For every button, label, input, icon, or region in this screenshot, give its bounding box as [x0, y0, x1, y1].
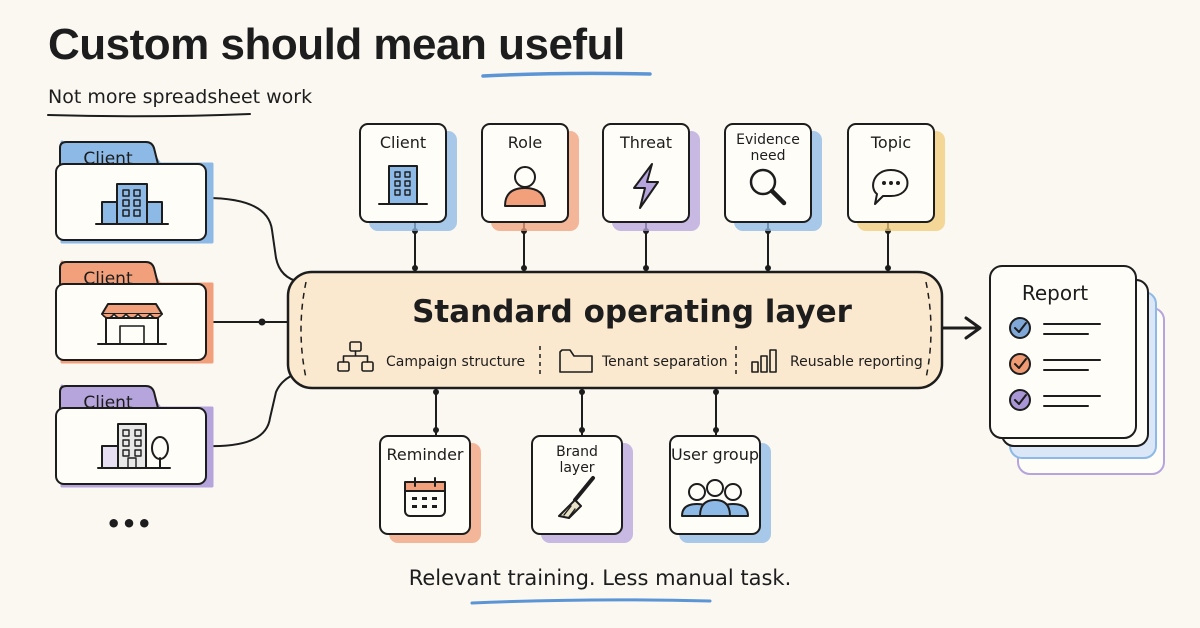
client-folder-body: [55, 283, 207, 361]
check-circle-icon: [1009, 317, 1031, 339]
client-folder-tab: [59, 141, 159, 168]
check-item: [1009, 317, 1101, 339]
client-folder-label: Client: [83, 393, 133, 413]
card-label: User group: [671, 445, 759, 464]
attribute-card: Threat: [602, 123, 700, 231]
attribute-card: Reminder: [379, 435, 481, 543]
report-stack: Report: [989, 265, 1165, 475]
client-folder: Client: [55, 384, 214, 488]
card-label: Evidence: [736, 132, 800, 148]
headline-text: Custom should mean: [48, 20, 499, 69]
folder-icon: [559, 349, 593, 373]
checkmark-icon: [1014, 358, 1027, 369]
headline: Custom should mean useful: [48, 20, 625, 70]
feature-label-reporting: Reusable reporting: [790, 354, 923, 370]
speech-bubble-icon: [872, 169, 909, 205]
card-face: [724, 123, 812, 223]
storefront-icon: [97, 303, 167, 345]
card-label: Topic: [870, 133, 911, 152]
checkmark-icon: [1014, 394, 1027, 405]
connector-client-3: [205, 371, 301, 448]
feature-label-campaign: Campaign structure: [386, 354, 525, 370]
user-group-icon: [681, 479, 749, 517]
card-label: layer: [559, 460, 594, 476]
subtitle-underline: [47, 113, 251, 118]
campus-building-icon: [97, 423, 171, 469]
report-checklist: [1009, 317, 1101, 411]
connector-dot: [258, 318, 266, 326]
subtitle: Not more spreadsheet work: [48, 86, 313, 108]
attribute-card: User group: [669, 435, 771, 543]
card-label: Threat: [619, 133, 672, 152]
standard-operating-layer: Standard operating layer Campaign struct…: [286, 270, 944, 390]
connector-client-1: [205, 197, 301, 283]
client-folder-label: Client: [83, 149, 133, 169]
magnifier-icon: [749, 168, 787, 206]
check-circle-icon: [1009, 353, 1031, 375]
hierarchy-icon: [337, 341, 374, 372]
headline-highlight: useful: [498, 20, 625, 69]
client-folder-tab: [59, 385, 159, 412]
client-folder: Client: [55, 260, 214, 364]
card-label: Brand: [556, 444, 598, 460]
client-folder: Client: [55, 140, 214, 244]
bottom-connectors: [433, 385, 719, 437]
paintbrush-icon: [558, 476, 595, 519]
client-folder-label: Client: [83, 269, 133, 289]
tagline: Relevant training. Less manual task.: [408, 566, 792, 590]
check-item: [1009, 353, 1101, 375]
card-label: Role: [508, 133, 542, 152]
layer-title: Standard operating layer: [412, 294, 853, 330]
check-item: [1009, 389, 1101, 411]
tagline-underline: [470, 598, 712, 605]
card-label: Reminder: [387, 445, 464, 464]
layer-box: [286, 270, 944, 390]
more-clients-ellipsis: •••: [106, 510, 152, 538]
attribute-card: Role: [481, 123, 579, 231]
card-face: [531, 435, 623, 535]
bar-chart-icon: [751, 349, 777, 373]
person-icon: [504, 166, 546, 207]
calendar-icon: [404, 477, 446, 517]
feature-label-tenant: Tenant separation: [601, 354, 728, 370]
building-icon: [378, 165, 428, 205]
report-title: Report: [1022, 281, 1088, 305]
attribute-card: Client: [359, 123, 457, 231]
attribute-card: Topic: [847, 123, 945, 231]
layer-inner-edge: [300, 281, 932, 379]
lightning-icon: [633, 163, 659, 209]
card-label: need: [751, 148, 786, 164]
office-building-icon: [95, 183, 169, 225]
card-label: Client: [380, 133, 426, 152]
checkmark-icon: [1014, 322, 1027, 333]
client-folder-tab: [59, 261, 159, 288]
headline-underline: [481, 71, 652, 78]
check-circle-icon: [1009, 389, 1031, 411]
